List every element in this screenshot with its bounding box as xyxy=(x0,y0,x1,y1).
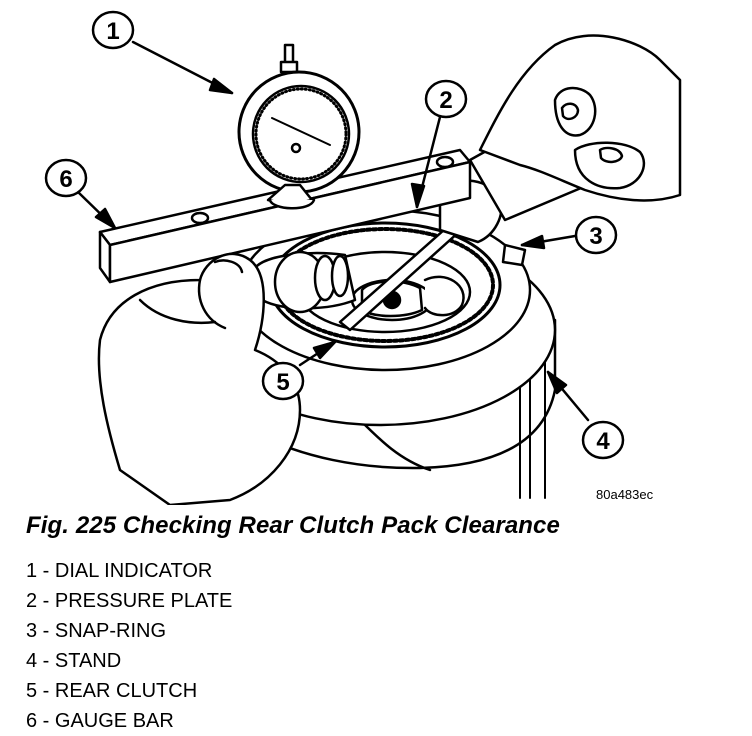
pressure-plate-drawing xyxy=(253,250,357,314)
legend-list: 1 - DIAL INDICATOR 2 - PRESSURE PLATE 3 … xyxy=(26,556,232,736)
legend-item-rear-clutch: 5 - REAR CLUTCH xyxy=(26,680,198,702)
dial-indicator-drawing xyxy=(237,43,361,210)
callout-5-number: 5 xyxy=(276,369,289,396)
callout-6: 6 xyxy=(44,158,117,230)
clutch-clearance-illustration: 1 2 3 4 5 6 xyxy=(44,10,682,505)
callout-1: 1 xyxy=(91,10,234,95)
legend-item-gauge-bar: 6 - GAUGE BAR xyxy=(26,710,174,732)
legend-item-stand: 4 - STAND xyxy=(26,650,122,672)
callout-2: 2 xyxy=(410,79,468,209)
legend-item-snap-ring: 3 - SNAP-RING xyxy=(26,620,167,642)
callout-3: 3 xyxy=(520,215,618,255)
figure-code: 80a483ec xyxy=(596,487,654,502)
legend-item-pressure-plate: 2 - PRESSURE PLATE xyxy=(26,590,233,612)
callout-5: 5 xyxy=(261,340,337,401)
right-hand-drawing xyxy=(478,34,682,202)
callout-4: 4 xyxy=(546,370,625,460)
snap-ring-drawing xyxy=(501,243,527,267)
left-hand-drawing xyxy=(97,252,302,505)
callout-4-number: 4 xyxy=(596,428,610,455)
callout-2-number: 2 xyxy=(439,87,452,114)
legend-item-dial-indicator: 1 - DIAL INDICATOR xyxy=(26,560,213,582)
figure-caption: Fig. 225 Checking Rear Clutch Pack Clear… xyxy=(26,512,560,539)
callout-6-number: 6 xyxy=(59,166,72,193)
callout-1-number: 1 xyxy=(106,18,119,45)
callout-3-number: 3 xyxy=(589,223,602,250)
